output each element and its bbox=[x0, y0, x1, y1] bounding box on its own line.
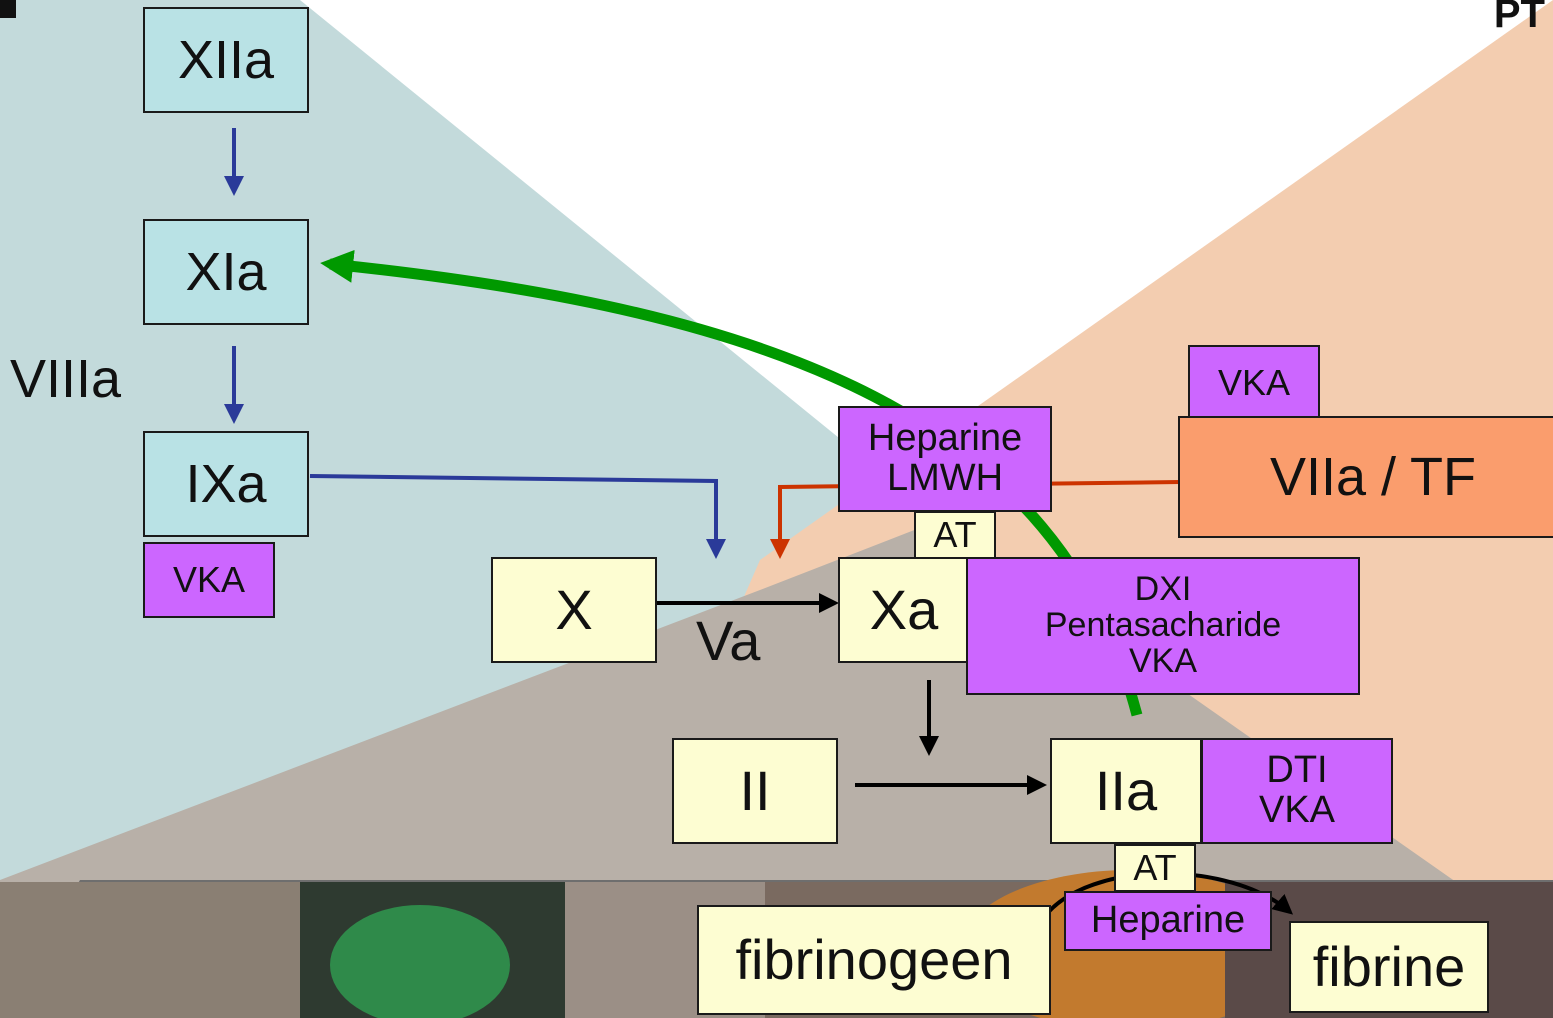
fibrine: fibrine bbox=[1289, 921, 1489, 1013]
inhibitor-heparine-lower: Heparine bbox=[1064, 891, 1272, 951]
vka-label: VKA bbox=[1128, 641, 1198, 680]
fibrinogeen: fibrinogeen bbox=[697, 905, 1051, 1015]
antithrombin-upper: AT bbox=[914, 511, 996, 559]
inhibitor-dti-block: DTI VKA bbox=[1201, 738, 1393, 844]
vka-label-dti: VKA bbox=[1258, 789, 1336, 831]
inhibitor-vka-top: VKA bbox=[1188, 345, 1320, 421]
inhibitor-heparine-lmwh: Heparine LMWH bbox=[838, 406, 1052, 512]
dti-label: DTI bbox=[1266, 749, 1328, 792]
factor-ii: II bbox=[672, 738, 838, 844]
factor-viia-tf: VIIa / TF bbox=[1178, 416, 1553, 538]
factor-ixa: IXa bbox=[143, 431, 309, 537]
arrow-ixa-x bbox=[309, 474, 726, 559]
pentasacharide-label: Pentasacharide bbox=[1044, 606, 1282, 645]
heparine-label: Heparine bbox=[867, 417, 1023, 460]
inhibitor-vka-ix: VKA bbox=[143, 542, 275, 618]
factor-x: X bbox=[491, 557, 657, 663]
cofactor-va: Va bbox=[696, 609, 761, 672]
lmwh-label: LMWH bbox=[886, 457, 1004, 499]
antithrombin-lower: AT bbox=[1114, 844, 1196, 892]
corner-mark-left bbox=[0, 0, 16, 18]
corner-label-pt: PT bbox=[1493, 0, 1545, 36]
factor-xia: XIa bbox=[143, 219, 309, 325]
factor-iia: IIa bbox=[1050, 738, 1202, 844]
factor-viiia: VIIIa bbox=[10, 349, 122, 409]
factor-xa: Xa bbox=[838, 557, 970, 663]
inhibitor-dxi-block: DXI Pentasacharide VKA bbox=[966, 557, 1360, 695]
factor-xiia: XIIa bbox=[143, 7, 309, 113]
dxi-label: DXI bbox=[1134, 570, 1192, 609]
